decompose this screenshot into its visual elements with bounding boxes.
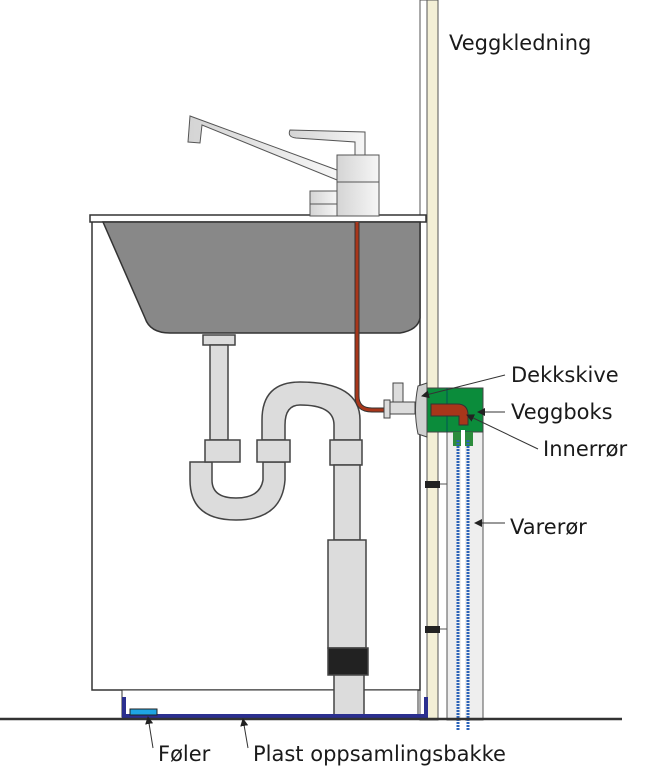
wall-cladding [419,0,439,721]
label-arrows [145,374,539,749]
label-sleeve-pipe: Varerør [510,515,587,539]
sink-basin [101,221,421,334]
cover-plate [415,382,428,438]
drip-tray [122,697,428,718]
valve-fitting [383,382,416,419]
label-wall-box: Veggboks [511,400,613,424]
label-cover-plate: Dekkskive [511,363,619,387]
hoses [456,430,470,730]
sensor [129,708,158,716]
label-sensor: Føler [158,742,211,766]
pipe-clips [425,481,447,633]
label-inner-pipe: Innerrør [543,437,627,461]
drain-trap [189,334,369,716]
label-drip-tray: Plast oppsamlingsbakke [253,742,506,766]
faucet [187,115,380,217]
label-wall-cladding: Veggkledning [449,31,591,55]
